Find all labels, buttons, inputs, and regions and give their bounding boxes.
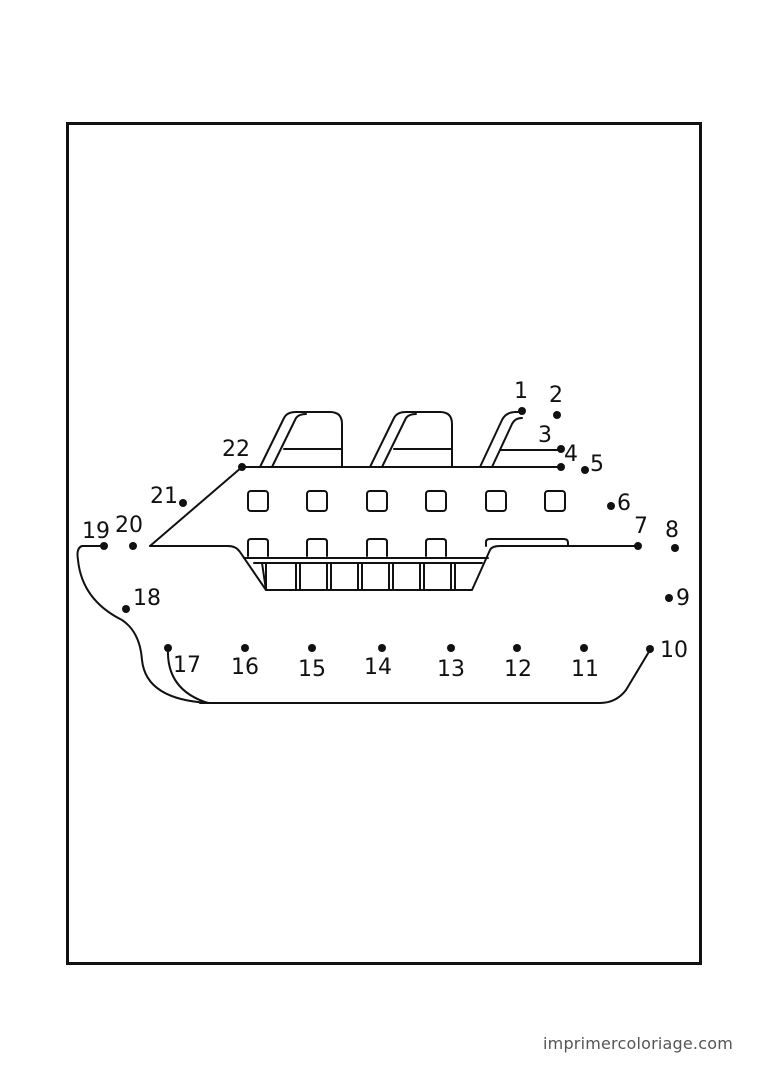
- funnel-1-inner: [271, 413, 307, 468]
- dot-label-7: 7: [634, 514, 648, 539]
- dot-labels: 1 2 3 4 5 6 7 8 9 10 11 12 13 14 15 16 1…: [82, 379, 690, 682]
- keel-line: [199, 649, 651, 704]
- funnel-2: [369, 411, 453, 468]
- dot-label-12: 12: [504, 657, 532, 682]
- dot-10: [646, 645, 654, 653]
- funnel-2-inner: [381, 413, 417, 468]
- dot-11: [580, 644, 588, 652]
- bow-hull-curve: [76, 545, 211, 704]
- dot-label-9: 9: [676, 586, 690, 611]
- dot-22: [238, 463, 246, 471]
- dot-21: [179, 499, 187, 507]
- lower-windows: [247, 538, 447, 557]
- dot-16: [241, 644, 249, 652]
- dot-14: [378, 644, 386, 652]
- dot-label-16: 16: [231, 655, 259, 680]
- main-deck-line: [149, 545, 639, 591]
- dot-label-20: 20: [115, 513, 143, 538]
- dot-label-8: 8: [665, 518, 679, 543]
- dot-label-13: 13: [437, 657, 465, 682]
- dot-15: [308, 644, 316, 652]
- dots: [100, 407, 679, 653]
- dot-13: [447, 644, 455, 652]
- dot-1: [518, 407, 526, 415]
- dot-label-10: 10: [660, 638, 688, 663]
- dot-label-14: 14: [364, 655, 392, 680]
- dot-label-17: 17: [173, 653, 201, 678]
- dot-label-4: 4: [564, 442, 578, 467]
- dot-18: [122, 605, 130, 613]
- page-frame: [66, 122, 702, 965]
- bow-slope-line: [149, 466, 243, 547]
- dot-12: [513, 644, 521, 652]
- funnel-3-inner: [491, 417, 523, 468]
- dot-label-6: 6: [617, 491, 631, 516]
- site-watermark: imprimercoloriage.com: [543, 1034, 733, 1053]
- dot-20: [129, 542, 137, 550]
- dot-label-11: 11: [571, 657, 599, 682]
- bow-inner-curve: [166, 647, 209, 704]
- dot-19: [100, 542, 108, 550]
- dot-7: [634, 542, 642, 550]
- dot-6: [607, 502, 615, 510]
- dot-label-19: 19: [82, 519, 110, 544]
- hull-slats: [261, 562, 456, 591]
- dot-5: [581, 466, 589, 474]
- dot-label-15: 15: [298, 657, 326, 682]
- dot-label-2: 2: [549, 383, 563, 408]
- dot-4: [557, 463, 565, 471]
- dot-label-5: 5: [590, 452, 604, 477]
- dot-label-21: 21: [150, 484, 178, 509]
- dot-label-3: 3: [538, 423, 552, 448]
- dot-8: [671, 544, 679, 552]
- ship-outline: [76, 411, 651, 704]
- dot-2: [553, 411, 561, 419]
- dot-17: [164, 644, 172, 652]
- upper-windows: [247, 490, 566, 512]
- dot-label-18: 18: [133, 586, 161, 611]
- funnel-1: [259, 411, 343, 468]
- dot-label-22: 22: [222, 437, 250, 462]
- dot-label-1: 1: [514, 379, 528, 404]
- stern-cabin: [485, 538, 569, 547]
- dot-9: [665, 594, 673, 602]
- funnel-3: [479, 411, 523, 468]
- dot-3: [557, 445, 565, 453]
